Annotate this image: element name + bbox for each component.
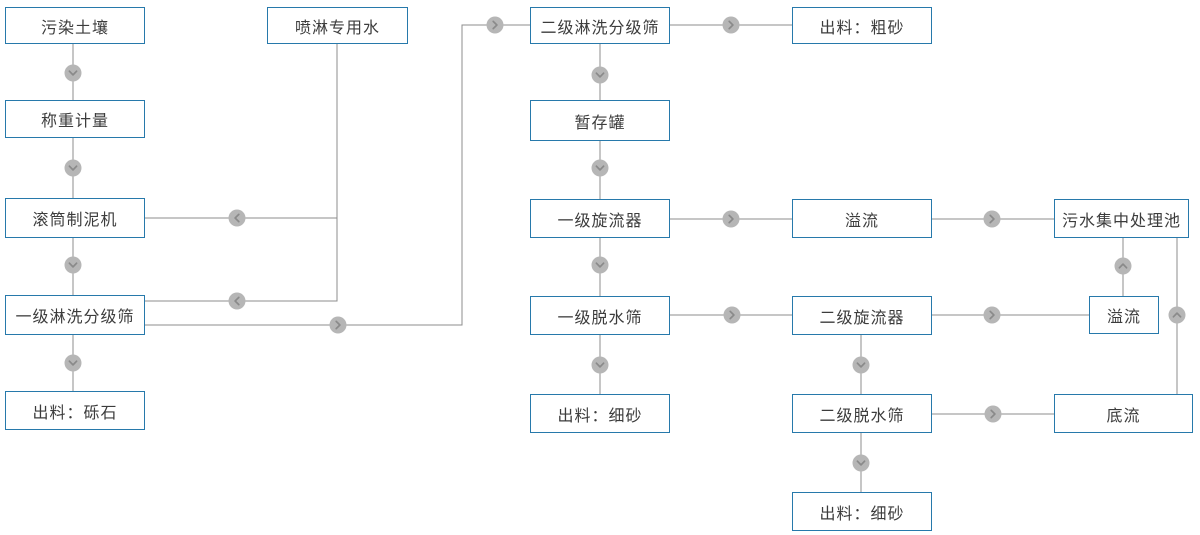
arrow-right-icon (329, 316, 347, 334)
arrow-right-icon (983, 306, 1001, 324)
flow-node-label: 出料：砾石 (32, 404, 118, 422)
flow-node-label: 一级淋洗分级筛 (15, 309, 135, 326)
flow-node-label: 称重计量 (40, 113, 109, 130)
arrow-right-icon (486, 16, 504, 34)
flow-node-label: 喷淋专用水 (294, 19, 380, 37)
arrow-down-icon (64, 354, 82, 372)
arrow-up-icon (1114, 257, 1132, 275)
flow-node-spray-water: 喷淋专用水 (267, 7, 408, 44)
arrow-right-icon (983, 210, 1001, 228)
arrow-down-icon (852, 454, 870, 472)
arrow-right-icon (984, 405, 1002, 423)
flow-node-secondary-dewater-screen: 二级脱水筛 (792, 394, 932, 433)
arrow-down-icon (591, 256, 609, 274)
flow-node-polluted-soil: 污染土壤 (5, 7, 145, 44)
flow-node-output-fine-sand-1: 出料：细砂 (530, 394, 670, 433)
flow-node-weighing: 称重计量 (5, 100, 145, 138)
flow-node-drum-mud-machine: 滚筒制泥机 (5, 198, 145, 238)
flow-node-label: 二级淋洗分级筛 (540, 19, 660, 37)
flow-node-primary-wash-screen: 一级淋洗分级筛 (5, 295, 145, 335)
arrow-down-icon (852, 356, 870, 374)
flow-node-output-coarse-sand: 出料：粗砂 (792, 7, 932, 44)
flow-node-primary-cyclone: 一级旋流器 (530, 199, 670, 238)
flow-node-primary-dewater-screen: 一级脱水筛 (530, 296, 670, 335)
flow-node-label: 污染土壤 (40, 19, 109, 37)
arrow-down-icon (591, 66, 609, 84)
flow-node-label: 暂存罐 (574, 114, 626, 132)
arrow-down-icon (64, 64, 82, 82)
flow-node-secondary-wash-screen: 二级淋洗分级筛 (530, 7, 670, 44)
flow-node-storage-tank: 暂存罐 (530, 100, 670, 141)
flow-node-label: 滚筒制泥机 (32, 212, 118, 229)
connector-line-spray-water-to-primary-wash-screen (145, 44, 338, 302)
flow-node-label: 二级旋流器 (819, 309, 905, 327)
flow-node-label: 一级旋流器 (557, 212, 643, 230)
flow-node-label: 溢流 (1106, 309, 1141, 326)
arrow-right-icon (723, 306, 741, 324)
flow-node-label: 出料：细砂 (819, 505, 905, 523)
arrow-down-icon (591, 159, 609, 177)
arrow-left-icon (228, 209, 246, 227)
flow-node-overflow-secondary: 溢流 (1089, 296, 1159, 334)
flow-node-overflow-primary: 溢流 (792, 199, 932, 238)
flow-node-secondary-cyclone: 二级旋流器 (792, 296, 932, 335)
flow-node-label: 一级脱水筛 (557, 309, 643, 327)
flow-node-underflow: 底流 (1054, 394, 1193, 433)
arrow-down-icon (591, 356, 609, 374)
flow-node-label: 出料：粗砂 (819, 19, 905, 37)
flow-node-sewage-treatment-pool: 污水集中处理池 (1054, 199, 1189, 238)
flow-node-label: 出料：细砂 (557, 407, 643, 425)
arrow-down-icon (64, 159, 82, 177)
arrow-right-icon (722, 210, 740, 228)
flow-node-label: 污水集中处理池 (1061, 212, 1181, 230)
flow-node-output-gravel: 出料：砾石 (5, 391, 145, 430)
arrow-right-icon (722, 16, 740, 34)
flow-node-label: 二级脱水筛 (819, 407, 905, 425)
arrow-up-icon (1168, 306, 1186, 324)
flow-node-label: 溢流 (844, 212, 879, 230)
arrow-left-icon (228, 292, 246, 310)
flow-node-output-fine-sand-2: 出料：细砂 (792, 492, 932, 531)
flow-node-label: 底流 (1106, 407, 1141, 425)
arrow-down-icon (64, 256, 82, 274)
